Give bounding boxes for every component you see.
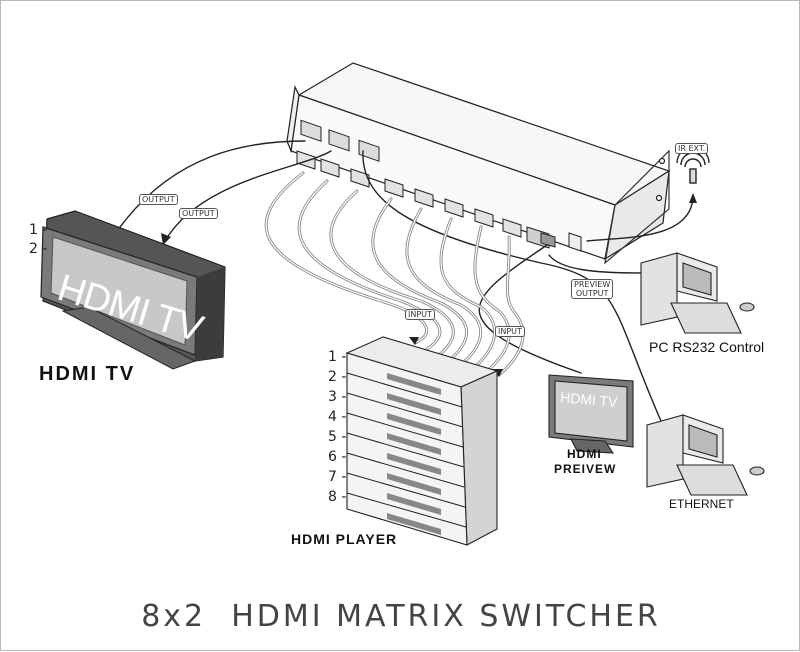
tag-input-1: INPUT bbox=[405, 309, 435, 320]
preview-tv-icon bbox=[548, 374, 634, 454]
tag-output-2: OUTPUT bbox=[179, 208, 218, 219]
hdmi-tv-icon bbox=[40, 210, 226, 370]
player-number-3: 3 - bbox=[328, 389, 347, 405]
player-caption: HDMI PLAYER bbox=[291, 531, 398, 547]
player-number-4: 4 - bbox=[328, 409, 347, 425]
output-ports bbox=[300, 119, 380, 162]
cables bbox=[112, 140, 694, 422]
player-number-5: 5 - bbox=[328, 429, 347, 445]
control-ports bbox=[526, 226, 582, 252]
tag-output-1: OUTPUT bbox=[139, 194, 178, 205]
pc-rs232-icon bbox=[640, 252, 755, 334]
hdmi-player-stack bbox=[345, 336, 499, 546]
player-number-2: 2 - bbox=[328, 369, 347, 385]
pc-ethernet-caption: ETHERNET bbox=[669, 497, 734, 511]
rack-ear-right bbox=[604, 149, 670, 265]
tag-input-2: INPUT bbox=[495, 326, 525, 337]
tag-preview-line1: PREVIEW bbox=[574, 280, 611, 289]
pc-ethernet-icon bbox=[646, 414, 765, 496]
preview-caption-line1: HDMI bbox=[567, 447, 602, 461]
preview-caption-line2: PREIVEW bbox=[554, 462, 617, 476]
tag-preview-output: PREVIEW OUTPUT bbox=[571, 279, 614, 299]
matrix-switcher bbox=[286, 62, 671, 265]
tv-input-2: 2 - bbox=[29, 241, 48, 257]
player-number-6: 6 - bbox=[328, 449, 347, 465]
page-title: 8x2 HDMI MATRIX SWITCHER bbox=[141, 599, 661, 634]
tag-preview-line2: OUTPUT bbox=[575, 289, 609, 298]
tag-ir-ext: IR EXT. bbox=[675, 143, 709, 154]
player-number-7: 7 - bbox=[328, 469, 347, 485]
pc-rs232-caption: PC RS232 Control bbox=[649, 339, 765, 355]
player-number-1: 1 - bbox=[328, 349, 347, 365]
player-number-8: 8 - bbox=[328, 489, 347, 505]
tv-caption: HDMI TV bbox=[39, 363, 136, 385]
tv-input-1: 1 - bbox=[29, 222, 48, 238]
input-ports bbox=[296, 150, 522, 238]
